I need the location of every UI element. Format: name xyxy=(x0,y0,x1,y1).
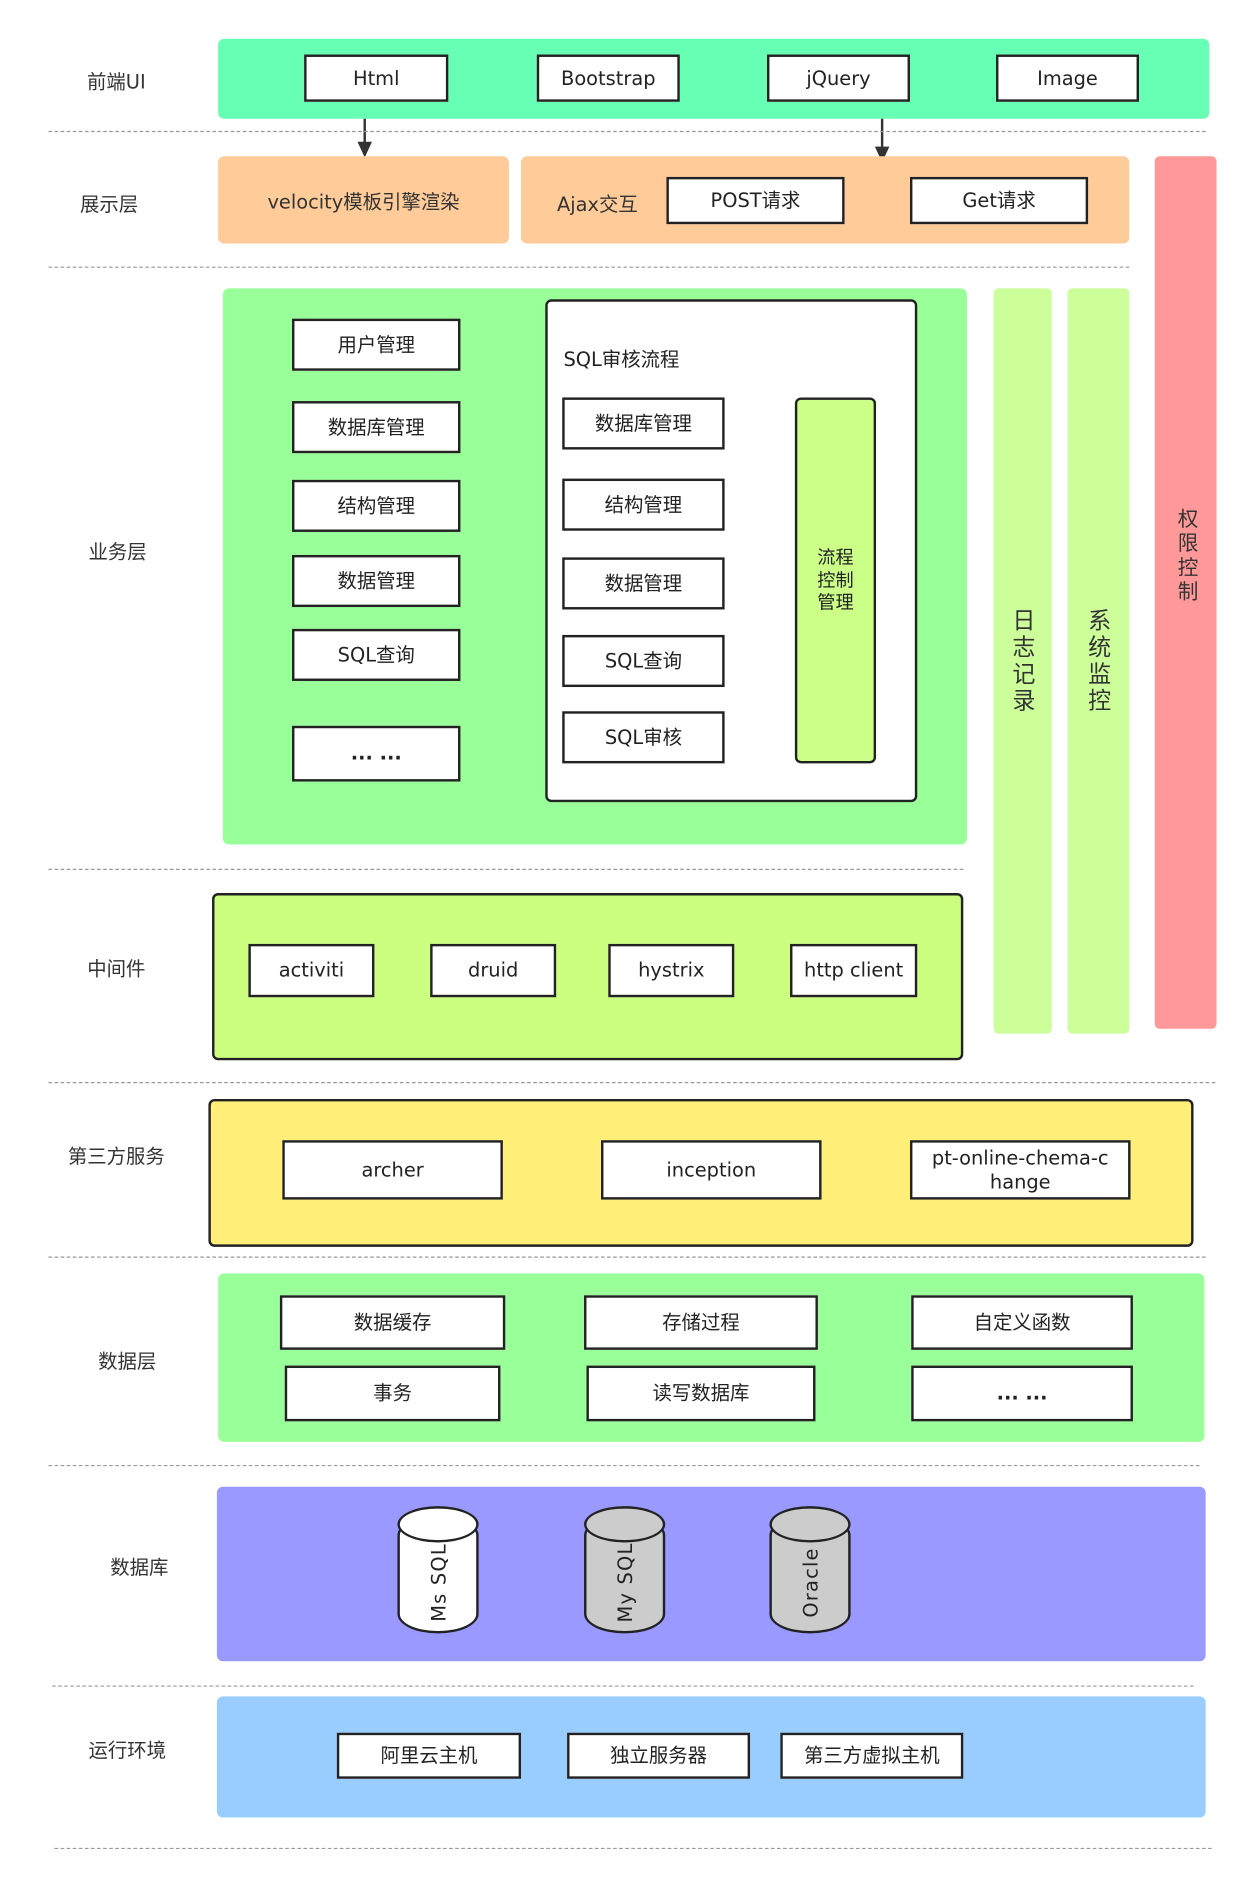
flow-db-mgmt: 数据库管理 xyxy=(562,397,725,450)
biz-db-mgmt: 数据库管理 xyxy=(292,401,461,454)
data-read-write-db: 读写数据库 xyxy=(586,1365,816,1422)
divider xyxy=(48,130,1206,133)
tp-pt-online-schema-change: pt-online-chema-change xyxy=(909,1140,1131,1200)
ajax-label: Ajax交互 xyxy=(556,192,638,216)
divider xyxy=(48,1464,1200,1467)
rt-third-party-vm: 第三方虚拟主机 xyxy=(780,1732,964,1779)
flow-control-mgmt: 流程控制管理 xyxy=(794,397,877,764)
system-monitor-label: 系统监控 xyxy=(1084,607,1112,715)
divider xyxy=(48,1082,1216,1084)
divider xyxy=(52,1685,1194,1687)
arrow-html-to-velocity xyxy=(357,118,372,158)
layer-label-data: 数据层 xyxy=(98,1349,157,1373)
layer-label-runtime: 运行环境 xyxy=(88,1738,167,1762)
post-request: POST请求 xyxy=(666,176,845,225)
mw-druid: druid xyxy=(430,943,557,998)
db-mssql-cylinder: Ms SQL xyxy=(397,1506,479,1634)
db-oracle-label: Oracle xyxy=(798,1547,822,1618)
arrow-jquery-to-ajax xyxy=(874,118,890,163)
divider xyxy=(48,868,964,871)
sql-review-flow-title: SQL审核流程 xyxy=(563,347,680,371)
permission-control: 权限控制 xyxy=(1154,156,1217,1029)
system-monitor: 系统监控 xyxy=(1067,288,1130,1034)
flow-sql-review: SQL审核 xyxy=(562,711,725,764)
mw-activiti: activiti xyxy=(248,943,375,998)
tp-inception: inception xyxy=(601,1140,822,1200)
layer-label-third-party: 第三方服务 xyxy=(67,1145,165,1169)
layer-label-frontend: 前端UI xyxy=(86,70,146,94)
database-layer xyxy=(216,1486,1206,1662)
db-mssql-label: Ms SQL xyxy=(426,1543,450,1622)
layer-label-business: 业务层 xyxy=(88,540,147,564)
biz-schema-mgmt: 结构管理 xyxy=(292,479,461,532)
layer-label-middleware: 中间件 xyxy=(87,957,146,981)
frontend-html: Html xyxy=(304,54,449,102)
velocity-render: velocity模板引擎渲染 xyxy=(218,156,509,244)
db-oracle-cylinder: Oracle xyxy=(769,1506,851,1634)
db-mysql-cylinder: My SQL xyxy=(584,1506,666,1634)
get-request: Get请求 xyxy=(909,176,1089,225)
data-stored-procedure: 存储过程 xyxy=(584,1295,818,1350)
layer-label-database: 数据库 xyxy=(110,1555,169,1579)
permission-label: 权限控制 xyxy=(1172,507,1198,605)
log-record: 日志记录 xyxy=(993,288,1052,1034)
rt-aliyun-host: 阿里云主机 xyxy=(336,1732,522,1779)
flow-sql-query: SQL查询 xyxy=(562,634,725,688)
biz-more: ... ... xyxy=(292,725,461,782)
rt-dedicated-server: 独立服务器 xyxy=(567,1732,751,1779)
data-custom-function: 自定义函数 xyxy=(911,1295,1133,1350)
data-more: ... ... xyxy=(911,1365,1133,1422)
biz-user-mgmt: 用户管理 xyxy=(292,318,461,371)
frontend-bootstrap: Bootstrap xyxy=(536,54,680,102)
flow-data-mgmt: 数据管理 xyxy=(562,557,725,610)
mw-http-client: http client xyxy=(790,943,918,998)
biz-sql-query: SQL查询 xyxy=(292,628,461,681)
frontend-jquery: jQuery xyxy=(767,54,910,102)
tp-archer: archer xyxy=(282,1140,503,1200)
biz-data-mgmt: 数据管理 xyxy=(292,554,461,608)
frontend-image: Image xyxy=(996,54,1139,102)
divider xyxy=(54,1847,1212,1850)
divider xyxy=(48,1256,1206,1258)
mw-hystrix: hystrix xyxy=(608,943,735,998)
data-transaction: 事务 xyxy=(284,1365,501,1422)
log-record-label: 日志记录 xyxy=(1008,607,1036,715)
divider xyxy=(48,266,1130,268)
data-cache: 数据缓存 xyxy=(279,1295,506,1350)
flow-schema-mgmt: 结构管理 xyxy=(562,478,725,531)
layer-label-presentation: 展示层 xyxy=(79,192,139,216)
db-mysql-label: My SQL xyxy=(613,1542,637,1623)
